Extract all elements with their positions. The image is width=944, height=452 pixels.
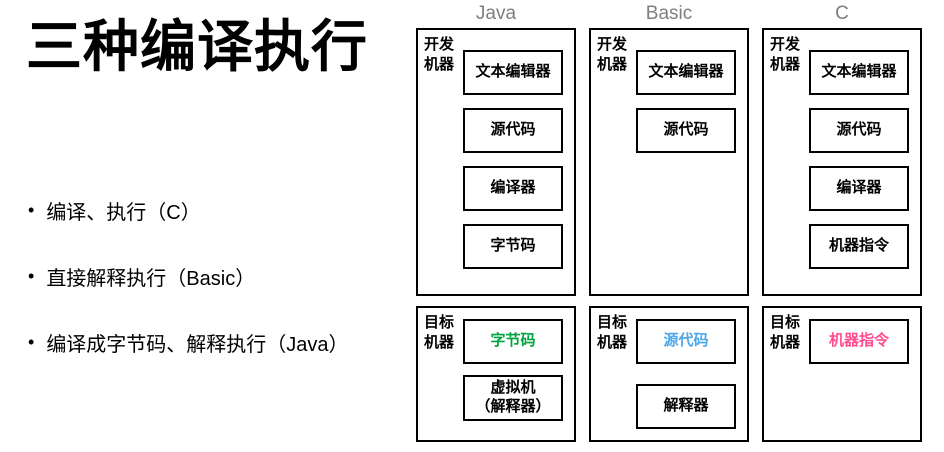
java-source-code-node: 源代码 [463,108,563,153]
c-text-editor-node: 文本编辑器 [809,50,909,95]
basic-source-code-target-node: 源代码 [636,319,736,364]
java-vm-interpreter-node: 虚拟机 （解释器） [463,375,563,421]
c-target-machine-box: 目标 机器 机器指令 [762,306,922,442]
basic-dev-machine-box: 开发 机器 文本编辑器 源代码 [589,28,749,296]
basic-interpreter-node: 解释器 [636,384,736,429]
node-label: 源代码 [663,121,709,139]
node-label: 字节码 [490,332,536,350]
target-machine-label: 目标 机器 [597,314,628,351]
column-c: C 开发 机器 文本编辑器 源代码 编译器 机器指令 [762,2,922,442]
basic-target-items: 源代码 解释器 [633,308,747,440]
java-target-items: 字节码 虚拟机 （解释器） [460,308,574,440]
column-header-basic: Basic [645,3,693,24]
basic-source-code-node: 源代码 [636,108,736,153]
node-label: 文本编辑器 [475,63,551,81]
bullet-text: 编译成字节码、解释执行（Java） [46,334,349,356]
node-label: 解释器 [663,397,709,415]
bullet-item: 编译、执行（C） [28,196,349,225]
bullet-list: 编译、执行（C） 直接解释执行（Basic） 编译成字节码、解释执行（Java） [28,196,349,394]
bullet-icon [28,199,34,222]
node-label: 虚拟机 （解释器） [475,379,551,415]
target-machine-label: 目标 机器 [770,314,801,351]
c-target-items: 机器指令 [806,308,920,440]
target-machine-label: 目标 机器 [424,314,455,351]
diagram: Java 开发 机器 文本编辑器 源代码 编译器 字节码 [416,2,922,442]
node-label: 机器指令 [828,332,889,350]
dev-machine-label: 开发 机器 [424,36,455,73]
node-label: 编译器 [836,179,882,197]
node-label: 源代码 [663,332,709,350]
c-dev-items: 文本编辑器 源代码 编译器 机器指令 [806,30,920,294]
bullet-text: 直接解释执行（Basic） [46,268,256,290]
java-bytecode-target-node: 字节码 [463,319,563,364]
dev-machine-label: 开发 机器 [770,36,801,73]
node-label: 字节码 [490,237,536,255]
column-header-java: Java [475,3,517,24]
node-label: 文本编辑器 [821,63,897,81]
bullet-icon [28,265,34,288]
bullet-icon [28,331,34,354]
basic-text-editor-node: 文本编辑器 [636,50,736,95]
bullet-item: 直接解释执行（Basic） [28,262,349,291]
c-machine-code-dev-node: 机器指令 [809,224,909,269]
java-text-editor-node: 文本编辑器 [463,50,563,95]
column-basic: Basic 开发 机器 文本编辑器 源代码 目标 机器 源代码 [589,2,749,442]
node-label: 编译器 [490,179,536,197]
node-label: 文本编辑器 [648,63,724,81]
c-source-code-node: 源代码 [809,108,909,153]
basic-target-machine-box: 目标 机器 源代码 解释器 [589,306,749,442]
column-java: Java 开发 机器 文本编辑器 源代码 编译器 字节码 [416,2,576,442]
java-dev-machine-box: 开发 机器 文本编辑器 源代码 编译器 字节码 [416,28,576,296]
page-title: 三种编译执行 [26,15,368,78]
basic-dev-items: 文本编辑器 源代码 [633,30,747,294]
bullet-text: 编译、执行（C） [46,202,201,224]
java-bytecode-dev-node: 字节码 [463,224,563,269]
c-compiler-node: 编译器 [809,166,909,211]
node-label: 源代码 [836,121,882,139]
c-machine-code-target-node: 机器指令 [809,319,909,364]
node-label: 机器指令 [828,237,889,255]
java-dev-items: 文本编辑器 源代码 编译器 字节码 [460,30,574,294]
c-dev-machine-box: 开发 机器 文本编辑器 源代码 编译器 机器指令 [762,28,922,296]
column-header-c: C [835,3,849,24]
node-label: 源代码 [490,121,536,139]
java-compiler-node: 编译器 [463,166,563,211]
bullet-item: 编译成字节码、解释执行（Java） [28,328,349,357]
dev-machine-label: 开发 机器 [597,36,628,73]
java-target-machine-box: 目标 机器 字节码 虚拟机 （解释器） [416,306,576,442]
